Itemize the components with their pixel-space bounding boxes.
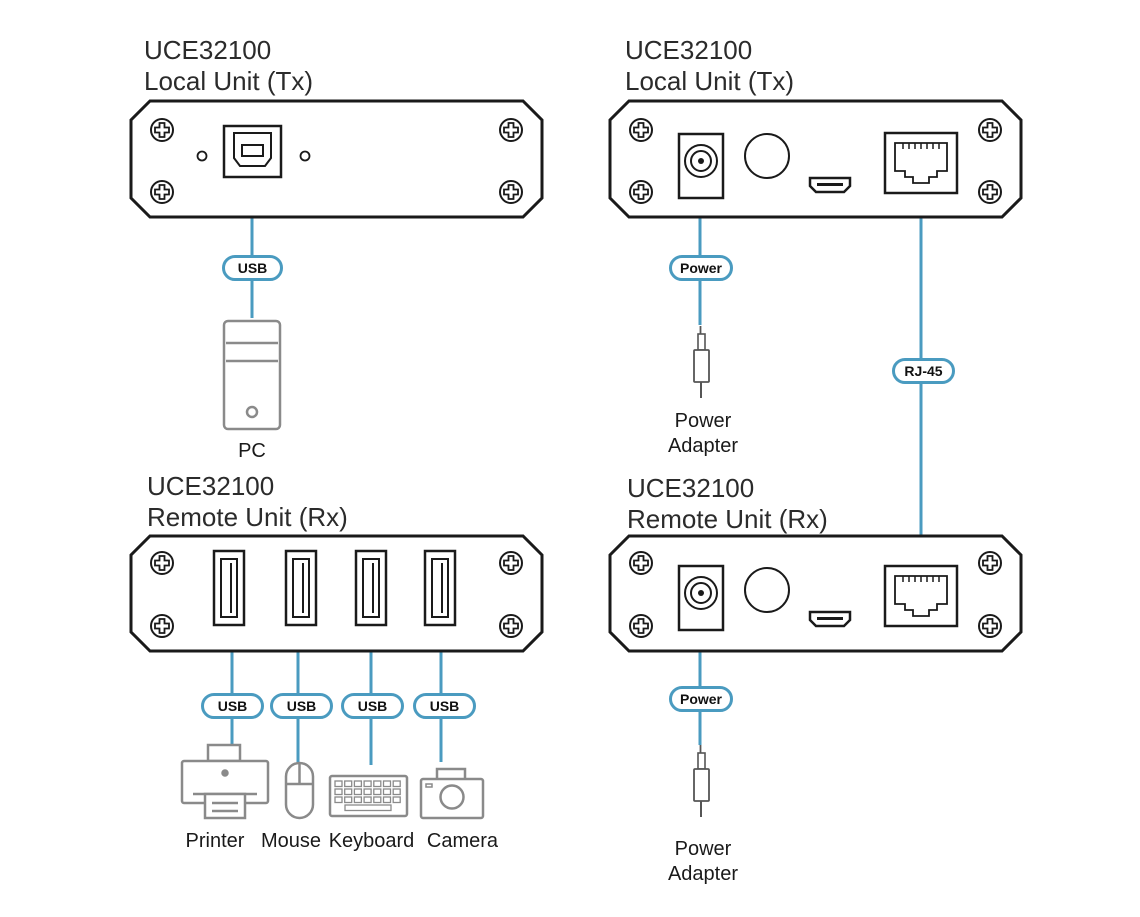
power-plug-icon — [693, 325, 710, 399]
pc-usb-cable-label: USB — [222, 255, 283, 281]
keyboard-key — [334, 796, 343, 804]
unit-model: UCE32100 — [625, 35, 753, 65]
unit-model: UCE32100 — [144, 35, 272, 65]
mouse-usb-cable-label: USB — [270, 693, 333, 719]
keyboard-key — [353, 796, 363, 804]
unit-role: Local Unit (Tx) — [144, 66, 314, 96]
usb-a-port-icon — [354, 549, 388, 627]
keyboard-key — [392, 788, 401, 796]
keyboard-key — [382, 788, 392, 796]
unit-role: Local Unit (Tx) — [625, 66, 795, 96]
rj45-port-icon — [883, 564, 959, 628]
mouse-label: Mouse — [260, 830, 322, 852]
keyboard-key — [353, 780, 363, 788]
rj45-port-icon — [883, 131, 959, 195]
printer-usb-cable-label: USB — [201, 693, 264, 719]
screw-icon — [978, 614, 1002, 638]
screw-icon — [629, 551, 653, 575]
keyboard-key — [392, 780, 401, 788]
keyboard-key — [334, 780, 343, 788]
bottom-left-unit-title: UCE32100 Remote Unit (Rx) — [147, 471, 348, 533]
printer-icon — [180, 743, 270, 820]
keyboard-spacebar — [344, 804, 392, 812]
screw-icon — [978, 180, 1002, 204]
screw-icon — [629, 180, 653, 204]
keyboard-key — [363, 796, 372, 804]
keyboard-key — [382, 796, 392, 804]
pc-tower-icon — [222, 319, 282, 431]
top-right-unit-title: UCE32100 Local Unit (Tx) — [625, 35, 794, 97]
screw-icon — [499, 551, 523, 575]
screw-icon — [629, 118, 653, 142]
dc-power-jack-icon — [677, 132, 725, 200]
printer-label: Printer — [185, 830, 245, 852]
keyboard-key — [344, 780, 353, 788]
bottom-right-unit-panel — [608, 534, 1023, 653]
keyboard-key — [373, 788, 382, 796]
screw-icon — [499, 614, 523, 638]
keyboard-key — [392, 796, 401, 804]
top-left-unit-title: UCE32100 Local Unit (Tx) — [144, 35, 313, 97]
hdmi-port-icon — [808, 610, 852, 628]
keyboard-key — [344, 788, 353, 796]
camera-icon — [419, 767, 485, 820]
usb-a-port-icon — [212, 549, 246, 627]
keyboard-key — [334, 788, 343, 796]
screw-icon — [629, 614, 653, 638]
screw-icon — [499, 180, 523, 204]
keyboard-usb-cable-label: USB — [341, 693, 404, 719]
camera-usb-cable-label: USB — [413, 693, 476, 719]
rj45-cable-label: RJ-45 — [892, 358, 955, 384]
keyboard-key — [373, 796, 382, 804]
usb-a-port-icon — [284, 549, 318, 627]
bottom-left-unit-panel — [129, 534, 544, 653]
usb-b-port-icon — [222, 124, 283, 179]
screw-icon — [978, 551, 1002, 575]
top-left-unit-panel — [129, 99, 544, 219]
screw-icon — [150, 551, 174, 575]
tx-power-adapter-label: Power Adapter — [667, 410, 739, 457]
keyboard-key — [353, 788, 363, 796]
keyboard-key — [363, 788, 372, 796]
rx-power-adapter-label: Power Adapter — [667, 838, 739, 885]
mouse-icon — [284, 761, 315, 820]
usb-a-port-icon — [423, 549, 457, 627]
top-right-unit-panel — [608, 99, 1023, 219]
pc-label: PC — [238, 440, 266, 462]
dc-power-jack-icon — [677, 564, 725, 632]
keyboard-key — [344, 796, 353, 804]
screw-icon — [150, 118, 174, 142]
hdmi-port-icon — [808, 176, 852, 194]
keyboard-key — [382, 780, 392, 788]
screw-icon — [978, 118, 1002, 142]
unit-role: Remote Unit (Rx) — [147, 502, 348, 532]
screw-icon — [499, 118, 523, 142]
unit-role: Remote Unit (Rx) — [627, 504, 828, 534]
rx-power-cable-label: Power — [669, 686, 733, 712]
unit-model: UCE32100 — [627, 473, 755, 503]
screw-icon — [150, 614, 174, 638]
power-plug-icon — [693, 744, 710, 818]
keyboard-label: Keyboard — [328, 830, 415, 852]
screw-icon — [150, 180, 174, 204]
tx-power-cable-label: Power — [669, 255, 733, 281]
keyboard-key — [363, 780, 372, 788]
unit-model: UCE32100 — [147, 471, 275, 501]
keyboard-icon — [328, 774, 409, 818]
keyboard-key — [373, 780, 382, 788]
camera-label: Camera — [426, 830, 499, 852]
bottom-right-unit-title: UCE32100 Remote Unit (Rx) — [627, 473, 828, 535]
